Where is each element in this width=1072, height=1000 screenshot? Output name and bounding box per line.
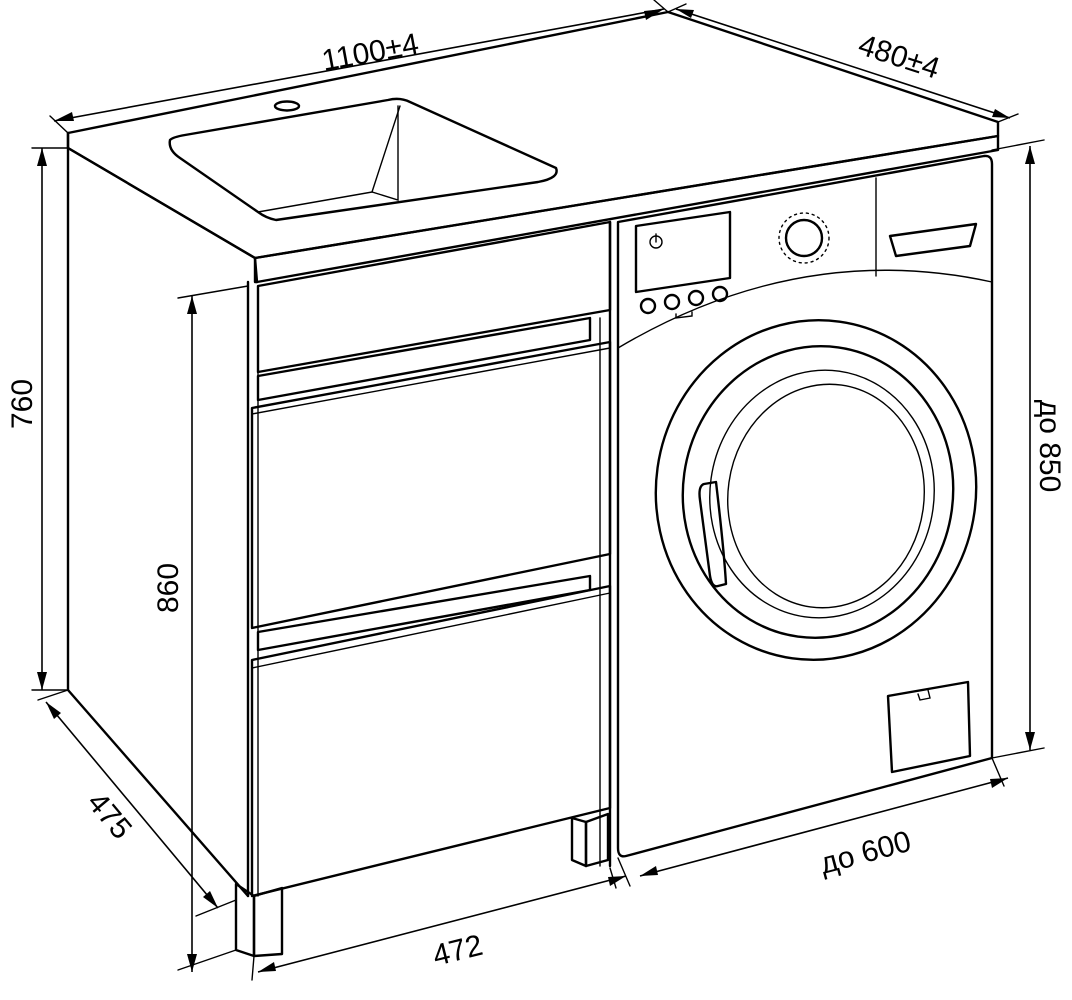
drawer-panels	[250, 220, 612, 898]
sink-bowl	[168, 97, 558, 222]
faucet-hole-icon	[273, 100, 301, 112]
drawer-lower[interactable]	[250, 584, 612, 898]
program-knob[interactable]	[784, 218, 824, 258]
label-height-total: 860	[152, 563, 185, 613]
label-cabinet-width: 472	[429, 929, 486, 973]
panel-button-1[interactable]	[639, 297, 657, 315]
cabinet-legs	[234, 812, 610, 958]
filter-hatch[interactable]	[886, 680, 972, 774]
door-glass	[709, 369, 935, 619]
lock-icon	[675, 311, 693, 319]
door-ring-outer	[654, 318, 978, 662]
drawer-upper[interactable]	[250, 340, 612, 630]
label-depth-side: 475	[81, 786, 138, 846]
panel-button-4[interactable]	[711, 285, 729, 303]
display-panel	[634, 210, 732, 294]
label-washer-width: до 600	[817, 825, 915, 881]
washing-machine	[616, 154, 994, 858]
panel-button-2[interactable]	[663, 293, 681, 311]
dimension-lines	[31, 0, 1045, 981]
label-depth-top: 480±4	[854, 28, 943, 85]
label-height-cabinet: 760	[6, 379, 39, 429]
door-ring-inner	[681, 345, 955, 639]
panel-button-3[interactable]	[687, 289, 705, 307]
detergent-drawer-handle[interactable]	[888, 222, 978, 258]
label-washer-height: до 850	[1033, 400, 1066, 493]
door-handle[interactable]	[698, 480, 728, 588]
label-width-top: 1100±4	[319, 28, 421, 78]
cabinet-body	[66, 146, 612, 898]
